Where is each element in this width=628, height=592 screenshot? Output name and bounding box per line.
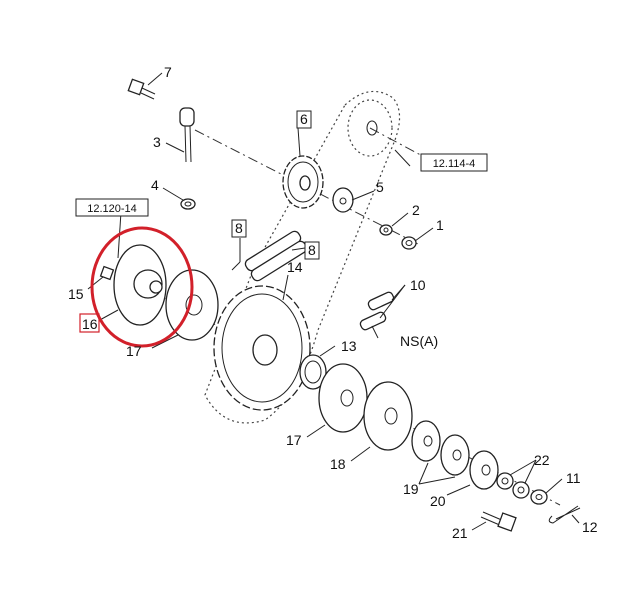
callout-22: 22 (534, 452, 550, 468)
plate-right (469, 450, 499, 490)
plate-20 (440, 434, 470, 476)
callout-4: 4 (151, 177, 159, 193)
bushing-13 (299, 354, 327, 390)
box-16 (79, 313, 100, 333)
callout-6: 6 (300, 111, 308, 127)
nut-4 (180, 198, 196, 210)
washer-22a (496, 472, 514, 490)
chain-loop (204, 90, 401, 424)
ref-12-120-14: 12.120-14 (87, 203, 137, 215)
callout-3: 3 (153, 134, 161, 150)
sprocket-14 (213, 285, 311, 411)
sprocket-6 (282, 155, 324, 209)
callout-14: 14 (287, 259, 303, 275)
callout-19: 19 (403, 481, 419, 497)
bolt-7 (127, 78, 156, 100)
nut-1 (401, 236, 417, 250)
hub-16 (113, 244, 167, 326)
box-8a (231, 219, 247, 238)
callout-ns: NS(A) (400, 333, 438, 349)
callout-15: 15 (68, 286, 84, 302)
bolt-21 (480, 511, 517, 532)
washer-5 (332, 187, 354, 213)
callout-17a: 17 (126, 343, 142, 359)
callout-18: 18 (330, 456, 346, 472)
cotter-pin-12 (548, 505, 581, 524)
callout-8a: 8 (235, 220, 243, 236)
nut-11 (530, 489, 548, 505)
callout-1: 1 (436, 217, 444, 233)
box-8b (304, 241, 320, 260)
ref-12-114-4: 12.114-4 (433, 158, 476, 170)
callout-5: 5 (376, 179, 384, 195)
callout-10: 10 (410, 277, 426, 293)
washer-22b (512, 481, 530, 499)
disc-17-right (318, 363, 368, 433)
callout-11: 11 (566, 470, 581, 486)
callout-2: 2 (412, 202, 420, 218)
plate-19 (411, 420, 441, 462)
washer-2 (379, 224, 393, 236)
ref-box-12-120-14 (75, 198, 149, 217)
callout-17b: 17 (286, 432, 302, 448)
pin-3 (179, 107, 195, 163)
chain-link-10 (359, 291, 395, 331)
ref-box-12-114-4 (420, 153, 488, 172)
callout-16: 16 (82, 316, 98, 332)
box-6 (296, 110, 312, 129)
axis-line-ref (369, 127, 431, 161)
leader-lines (87, 72, 580, 531)
callout-12: 12 (582, 519, 598, 535)
disc-18 (363, 381, 413, 451)
callout-13: 13 (341, 338, 357, 354)
callout-7: 7 (164, 64, 172, 80)
highlight-circle (90, 226, 194, 348)
callout-20: 20 (430, 493, 446, 509)
disc-17-left (165, 269, 219, 341)
callout-21: 21 (452, 525, 468, 541)
upper-sprocket (347, 99, 393, 157)
bolt-15 (99, 265, 115, 281)
callout-8b: 8 (308, 242, 316, 258)
